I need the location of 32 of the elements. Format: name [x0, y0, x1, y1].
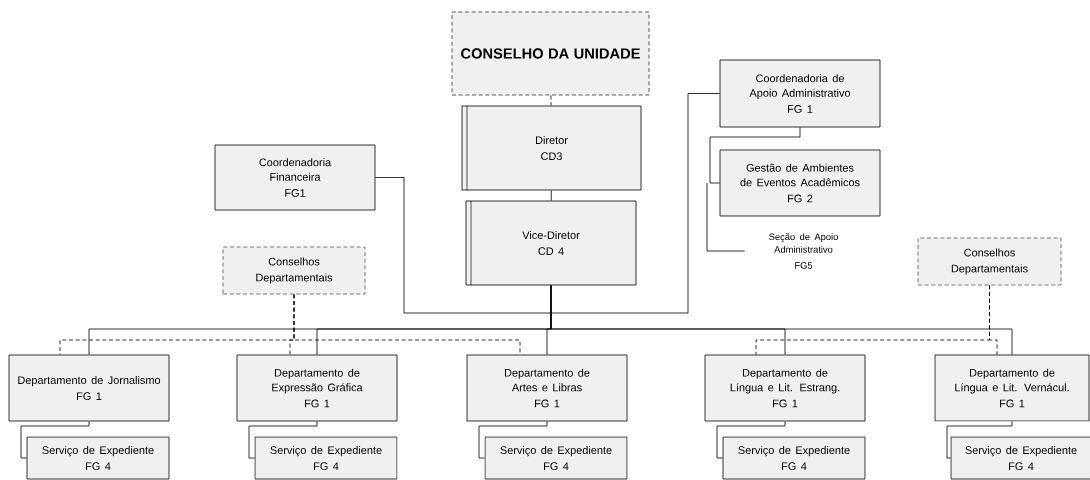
connector-line: [478, 421, 548, 459]
unit-box: Serviço de Expediente FG 4: [722, 436, 866, 480]
connector-line: [550, 95, 552, 106]
unit-label: Seção de Apoio Administrativo FG5: [769, 233, 838, 269]
connector-line: [709, 127, 801, 184]
council-box: Conselhos Departamentais: [917, 237, 1062, 286]
director-box: Diretor CD3: [461, 105, 642, 191]
unit-box: Serviço de Expediente FG 4: [26, 436, 170, 480]
connector-line: [946, 421, 1013, 459]
unit-box: Departamento de Jornalismo FG 1: [8, 354, 170, 422]
connector-line: [550, 285, 1013, 355]
connector-line: [716, 421, 786, 459]
council-box: CONSELHO DA UNIDADE: [451, 11, 650, 96]
unit-box: Serviço de Expediente FG 4: [950, 436, 1090, 480]
connector-line: [293, 293, 521, 355]
unit-box: Departamento de Língua e Lit. Vernácul. FG 1: [934, 354, 1090, 422]
connector-line: [375, 93, 720, 314]
connector-line: [550, 190, 552, 201]
director-box: Vice-Diretor CD 4: [465, 200, 637, 286]
connector-line: [248, 421, 318, 459]
unit-box: Coordenadoria Financeira FG1: [214, 144, 376, 211]
unit-box: Serviço de Expediente FG 4: [254, 436, 398, 480]
unit-box: Gestão de Ambientes de Eventos Acadêmicos FG 2: [719, 149, 881, 217]
unit-box: Departamento de Língua e Lit. Estrang. FG 1: [704, 354, 866, 422]
connector-line: [989, 284, 998, 355]
connector-line: [20, 421, 90, 459]
unit-box: Departamento de Artes e Libras FG 1: [466, 354, 628, 422]
unit-box: Coordenadoria de Apoio Administrativo FG 1: [719, 59, 881, 128]
council-box: Conselhos Departamentais: [222, 246, 366, 295]
unit-box: Departamento de Expressão Gráfica FG 1: [236, 354, 398, 422]
connector-line: [706, 182, 746, 252]
unit-box: Serviço de Expediente FG 4: [484, 436, 628, 480]
